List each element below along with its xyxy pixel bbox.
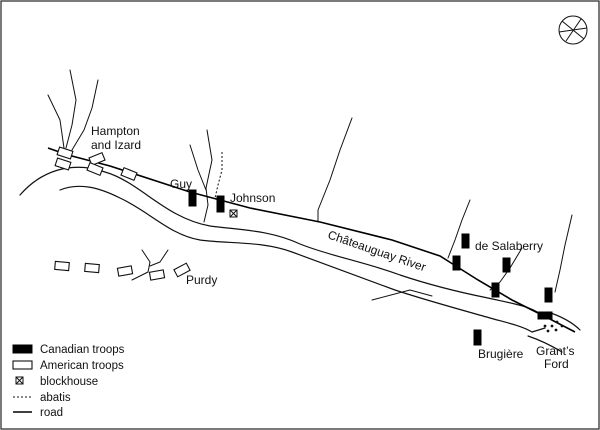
canadian-troop-marker bbox=[216, 195, 225, 213]
american-troop-marker bbox=[56, 146, 74, 160]
chateauguay-river bbox=[19, 166, 581, 353]
legend-road-label: road bbox=[40, 407, 63, 419]
label-hampton-izard-line1: Hampton bbox=[91, 124, 140, 138]
label-brugiere: Brugière bbox=[478, 347, 524, 361]
canadian-troop-marker bbox=[544, 287, 553, 303]
american-troop-marker bbox=[173, 262, 191, 278]
label-grants-ford-line2: Ford bbox=[544, 357, 569, 371]
american-troop-marker bbox=[148, 269, 166, 281]
legend-american-swatch bbox=[12, 360, 33, 370]
canadian-troop-marker bbox=[537, 311, 553, 320]
legend-abatis-label: abatis bbox=[40, 392, 71, 404]
canadian-troop-marker bbox=[452, 255, 461, 271]
label-guy: Guy bbox=[170, 177, 192, 191]
label-johnson: Johnson bbox=[230, 191, 275, 205]
map-legend: Canadian troops American troops blockhou… bbox=[12, 344, 125, 419]
label-de-salaberry: de Salaberry bbox=[475, 239, 543, 253]
legend-canadian-label: Canadian troops bbox=[40, 344, 125, 356]
american-troop-marker bbox=[54, 260, 70, 272]
american-troop-marker bbox=[84, 262, 100, 274]
label-hampton-izard-line2: and Izard bbox=[91, 138, 141, 152]
american-troop-marker bbox=[54, 157, 72, 171]
american-troop-marker bbox=[116, 265, 134, 277]
canadian-troop-marker bbox=[473, 329, 482, 346]
american-troop-marker bbox=[86, 161, 104, 177]
canadian-troop-marker bbox=[461, 233, 470, 249]
label-grants-ford-line1: Grant’s bbox=[536, 344, 574, 358]
canadian-troop-marker bbox=[188, 189, 197, 207]
compass-rose-icon bbox=[558, 15, 588, 45]
abatis-line bbox=[214, 152, 223, 199]
road-line bbox=[47, 147, 576, 333]
legend-canadian-swatch bbox=[12, 344, 33, 354]
american-troop-marker bbox=[88, 151, 106, 167]
label-purdy: Purdy bbox=[186, 273, 217, 287]
canadian-troops bbox=[188, 189, 553, 346]
legend-blockhouse-icon bbox=[15, 376, 24, 385]
american-troops bbox=[54, 146, 191, 281]
ford-dots bbox=[543, 320, 564, 333]
legend-blockhouse-label: blockhouse bbox=[40, 376, 98, 388]
tributary-streams bbox=[47, 69, 573, 301]
blockhouse-icon bbox=[229, 209, 238, 218]
canadian-troop-marker bbox=[502, 257, 511, 273]
american-troop-marker bbox=[120, 166, 138, 182]
legend-american-label: American troops bbox=[40, 360, 124, 372]
canadian-troop-marker bbox=[491, 282, 500, 298]
